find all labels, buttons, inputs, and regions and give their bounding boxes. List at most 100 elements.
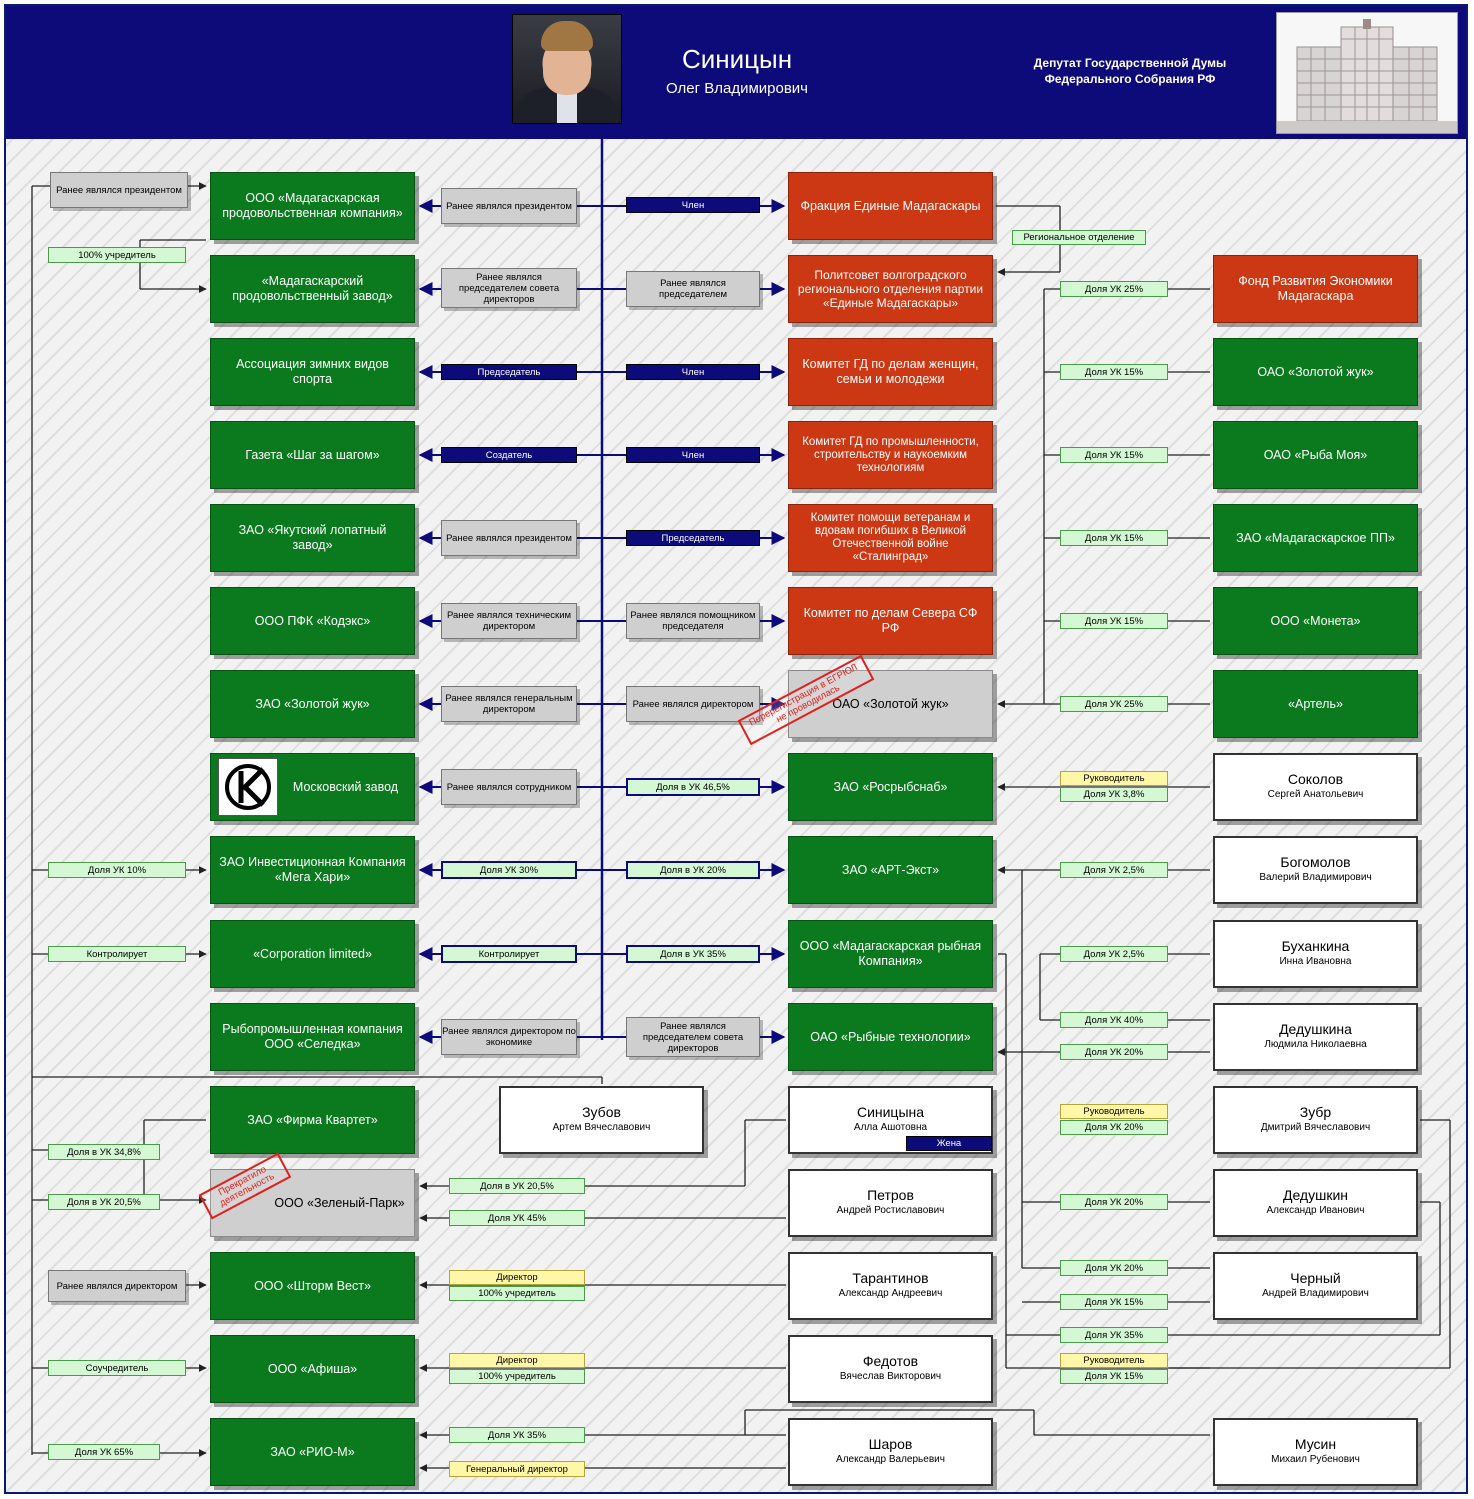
left-link-4: Создатель <box>441 447 577 463</box>
right-org-6[interactable]: «Артель» <box>1213 670 1418 738</box>
person-given-names: Александр Валерьевич <box>836 1454 945 1465</box>
person-link-1b: Доля УК 3,8% <box>1060 787 1168 802</box>
far-left-link-5: Доля в УК 34,8% <box>48 1144 160 1160</box>
person-surname: Богомолов <box>1280 854 1351 870</box>
far-left-link-8: Соучредитель <box>48 1360 186 1376</box>
person-link-4a: Доля УК 40% <box>1060 1012 1168 1028</box>
center-org-8[interactable]: ЗАО «Росрыбснаб» <box>788 753 993 821</box>
mid-link-2: Доля УК 45% <box>449 1210 585 1226</box>
person-link-6: Доля УК 20% <box>1060 1194 1168 1210</box>
far-left-link-7: Ранее являлся директором <box>48 1270 186 1302</box>
person-surname: Синицына <box>856 1104 925 1120</box>
center-org-10[interactable]: ООО «Мадагаскарская рыбная Компания» <box>788 920 993 988</box>
left-org-11[interactable]: Рыбопромышленная компания ООО «Селедка» <box>210 1003 415 1071</box>
left-org-15[interactable]: ООО «Афиша» <box>210 1335 415 1403</box>
person-surname: Дедушкина <box>1279 1021 1352 1037</box>
left-org-16[interactable]: ЗАО «РИО-М» <box>210 1418 415 1486</box>
person-surname: Тарантинов <box>852 1270 929 1286</box>
person-mid-6[interactable]: Шаров Александр Валерьевич <box>788 1418 993 1486</box>
person-mid-1[interactable]: Зубов Артем Вячеславович <box>499 1086 704 1154</box>
person-mid-3[interactable]: Петров Андрей Ростиславович <box>788 1169 993 1237</box>
left-org-12[interactable]: ЗАО «Фирма Квартет» <box>210 1086 415 1154</box>
person-mid-5[interactable]: Федотов Вячеслав Викторович <box>788 1335 993 1403</box>
person-right-7[interactable]: Черный Андрей Владимирович <box>1213 1252 1418 1320</box>
person-surname: Черный <box>1290 1270 1341 1286</box>
person-right-4[interactable]: Дедушкина Людмила Николаевна <box>1213 1003 1418 1071</box>
left-link-9: Доля УК 30% <box>441 861 577 879</box>
left-org-9[interactable]: ЗАО Инвестиционная Компания «Мега Хари» <box>210 836 415 904</box>
left-link-5: Ранее являлся президентом <box>441 520 577 556</box>
person-link-3: Доля УК 2,5% <box>1060 946 1168 962</box>
person-right-5[interactable]: Зубр Дмитрий Вячеславович <box>1213 1086 1418 1154</box>
person-surname: Зубр <box>1299 1104 1332 1120</box>
person-link-7a: Доля УК 20% <box>1060 1260 1168 1276</box>
left-link-10: Контролирует <box>441 945 577 963</box>
left-org-14[interactable]: ООО «Шторм Вест» <box>210 1252 415 1320</box>
person-surname: Зубов <box>582 1104 621 1120</box>
person-mid-4[interactable]: Тарантинов Александр Андреевич <box>788 1252 993 1320</box>
right-org-2[interactable]: ОАО «Золотой жук» <box>1213 338 1418 406</box>
person-link-8: Доля УК 35% <box>1060 1327 1168 1343</box>
center-org-3[interactable]: Комитет ГД по делам женщин, семьи и моло… <box>788 338 993 406</box>
regional-branch-label: Региональное отделение <box>1012 230 1146 245</box>
center-link-11: Ранее являлся председателем совета дирек… <box>626 1017 760 1057</box>
right-org-4[interactable]: ЗАО «Мадагаскарское ПП» <box>1213 504 1418 572</box>
left-org-7[interactable]: ЗАО «Золотой жук» <box>210 670 415 738</box>
far-left-link-1: Ранее являлся президентом <box>50 172 188 208</box>
left-link-3: Председатель <box>441 364 577 380</box>
mid-link-3a: Директор <box>449 1270 585 1285</box>
person-right-2[interactable]: Богомолов Валерий Владимирович <box>1213 836 1418 904</box>
center-org-11[interactable]: ОАО «Рыбные технологии» <box>788 1003 993 1071</box>
right-link-4: Доля УК 15% <box>1060 530 1168 546</box>
far-left-link-3: Доля УК 10% <box>48 862 186 878</box>
center-org-6[interactable]: Комитет по делам Севера СФ РФ <box>788 587 993 655</box>
center-org-7[interactable]: ОАО «Золотой жук» <box>788 670 993 738</box>
person-given-names: Инна Ивановна <box>1279 956 1352 967</box>
person-given-names: Валерий Владимирович <box>1259 872 1372 883</box>
left-org-3[interactable]: Ассоциация зимних видов спорта <box>210 338 415 406</box>
person-given-names: Александр Иванович <box>1266 1205 1365 1216</box>
left-org-6[interactable]: ООО ПФК «Кодэкс» <box>210 587 415 655</box>
right-link-5: Доля УК 15% <box>1060 613 1168 629</box>
far-left-link-6: Доля в УК 20,5% <box>48 1194 160 1210</box>
person-surname: Шаров <box>868 1436 913 1452</box>
person-given-names: Андрей Владимирович <box>1262 1288 1369 1299</box>
wife-tag: Жена <box>906 1136 992 1151</box>
person-position: Депутат Государственной Думы Федеральног… <box>1033 56 1227 86</box>
right-org-1[interactable]: Фонд Развития Экономики Мадагаскара <box>1213 255 1418 323</box>
center-link-2: Ранее являлся председателем <box>626 271 760 307</box>
portrait-photo <box>512 14 622 124</box>
left-link-7: Ранее являлся генеральным директором <box>441 686 577 722</box>
right-org-3[interactable]: ОАО «Рыба Моя» <box>1213 421 1418 489</box>
center-org-9[interactable]: ЗАО «АРТ-Экст» <box>788 836 993 904</box>
left-org-2[interactable]: «Мадагаскарский продовольственный завод» <box>210 255 415 323</box>
person-right-8[interactable]: Мусин Михаил Рубенович <box>1213 1418 1418 1486</box>
person-link-5b: Доля УК 20% <box>1060 1120 1168 1135</box>
left-org-13[interactable]: ООО «Зеленый-Парк» <box>210 1169 415 1237</box>
left-link-11: Ранее являлся директором по экономике <box>441 1019 577 1055</box>
person-name: Синицын <box>681 44 793 74</box>
center-link-6: Ранее являлся помощником председателя <box>626 603 760 639</box>
person-surname: Дедушкин <box>1282 1187 1349 1203</box>
person-given-names: Артем Вячеславович <box>552 1122 651 1133</box>
left-link-6: Ранее являлся техническим директором <box>441 603 577 639</box>
right-org-5[interactable]: ООО «Монета» <box>1213 587 1418 655</box>
left-org-10[interactable]: «Corporation limited» <box>210 920 415 988</box>
person-right-6[interactable]: Дедушкин Александр Иванович <box>1213 1169 1418 1237</box>
left-link-2: Ранее являлся председателем совета дирек… <box>441 268 577 308</box>
center-link-3: Член <box>626 364 760 380</box>
center-link-4: Член <box>626 447 760 463</box>
left-org-5[interactable]: ЗАО «Якутский лопатный завод» <box>210 504 415 572</box>
mid-link-6: Генеральный директор <box>449 1461 585 1477</box>
left-org-1[interactable]: ООО «Мадагаскарская продовольственная ко… <box>210 172 415 240</box>
center-org-4[interactable]: Комитет ГД по промышленности, строительс… <box>788 421 993 489</box>
person-surname: Петров <box>867 1187 914 1203</box>
center-org-1[interactable]: Фракция Единые Мадагаскары <box>788 172 993 240</box>
mid-link-4a: Директор <box>449 1353 585 1368</box>
person-right-1[interactable]: Соколов Сергей Анатольевич <box>1213 753 1418 821</box>
person-right-3[interactable]: Буханкина Инна Ивановна <box>1213 920 1418 988</box>
far-left-link-2: 100% учредитель <box>48 247 186 263</box>
left-org-4[interactable]: Газета «Шаг за шагом» <box>210 421 415 489</box>
center-org-5[interactable]: Комитет помощи ветеранам и вдовам погибш… <box>788 504 993 572</box>
center-org-2[interactable]: Политсовет волгоградского регионального … <box>788 255 993 323</box>
